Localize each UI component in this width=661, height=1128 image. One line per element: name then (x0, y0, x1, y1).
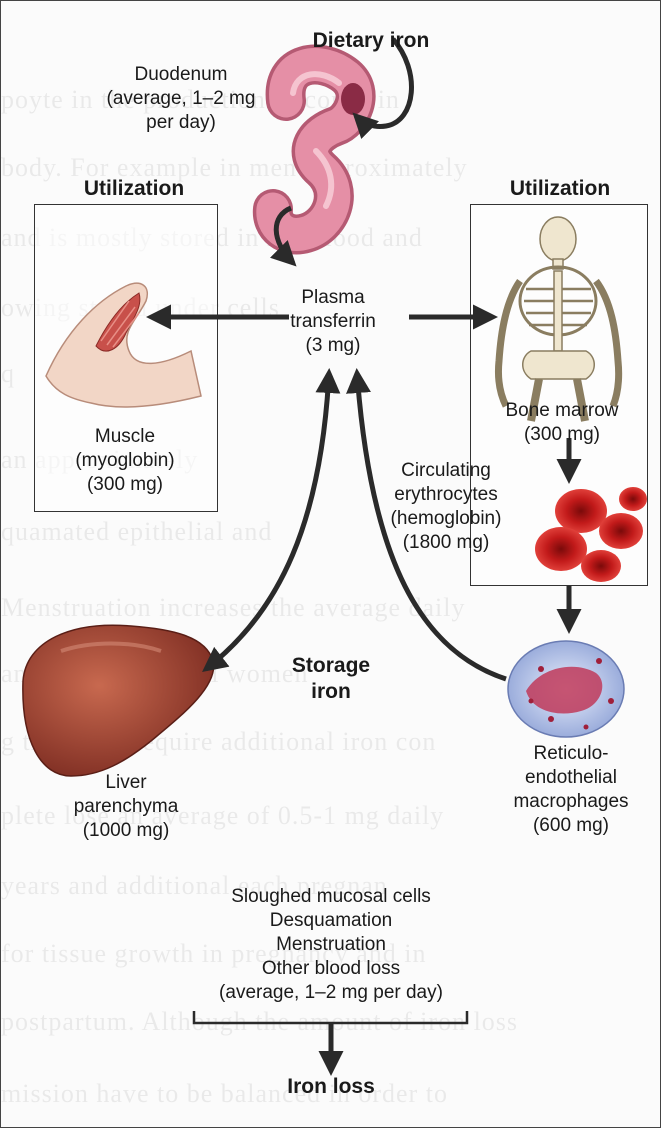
muscle-line: Muscle (34, 425, 216, 449)
loss-source-line: Sloughed mucosal cells (181, 885, 481, 909)
loss-sources-label: Sloughed mucosal cells Desquamation Mens… (181, 885, 481, 1005)
utilization-left-label: Utilization (34, 177, 234, 201)
iron-loss-label: Iron loss (231, 1075, 431, 1099)
duodenum-line: Duodenum (71, 63, 291, 87)
macrophages-line: macrophages (491, 790, 651, 814)
liver-line: parenchyma (31, 795, 221, 819)
loss-source-line: Other blood loss (181, 957, 481, 981)
plasma-line: transferrin (269, 310, 397, 334)
plasma-line: (3 mg) (269, 334, 397, 358)
erythrocytes-line: Circulating (371, 459, 521, 483)
skeleton-illustration (498, 217, 618, 421)
duodenum-line: (average, 1–2 mg (71, 87, 291, 111)
macrophage-illustration (508, 641, 624, 737)
storage-line: Storage (271, 653, 391, 679)
liver-line: Liver (31, 771, 221, 795)
duodenum-line: per day) (71, 111, 291, 135)
plasma-transferrin-label: Plasma transferrin (3 mg) (269, 286, 397, 358)
storage-iron-label: Storage iron (271, 653, 391, 705)
plasma-line: Plasma (269, 286, 397, 310)
macrophages-label: Reticulo- endothelial macrophages (600 m… (491, 742, 651, 838)
muscle-line: (myoglobin) (34, 449, 216, 473)
loss-source-line: Menstruation (181, 933, 481, 957)
erythrocytes-label: Circulating erythrocytes (hemoglobin) (1… (371, 459, 521, 555)
macrophages-line: (600 mg) (491, 814, 651, 838)
duodenum-label: Duodenum (average, 1–2 mg per day) (71, 63, 291, 135)
muscle-illustration (46, 283, 201, 407)
loss-source-line: (average, 1–2 mg per day) (181, 981, 481, 1005)
macrophages-line: Reticulo- (491, 742, 651, 766)
liver-label: Liver parenchyma (1000 mg) (31, 771, 221, 843)
bone-marrow-line: (300 mg) (487, 423, 637, 447)
erythrocytes-line: (hemoglobin) (371, 507, 521, 531)
liver-line: (1000 mg) (31, 819, 221, 843)
title-dietary-iron: Dietary iron (251, 29, 491, 53)
liver-illustration (23, 625, 214, 776)
erythrocytes-line: erythrocytes (371, 483, 521, 507)
macrophages-line: endothelial (491, 766, 651, 790)
bone-marrow-line: Bone marrow (487, 399, 637, 423)
muscle-line: (300 mg) (34, 473, 216, 497)
muscle-label: Muscle (myoglobin) (300 mg) (34, 425, 216, 497)
bone-marrow-label: Bone marrow (300 mg) (487, 399, 637, 447)
utilization-right-label: Utilization (470, 177, 650, 201)
erythrocytes-line: (1800 mg) (371, 531, 521, 555)
erythrocytes-illustration (535, 487, 647, 582)
storage-line: iron (271, 679, 391, 705)
loss-source-line: Desquamation (181, 909, 481, 933)
